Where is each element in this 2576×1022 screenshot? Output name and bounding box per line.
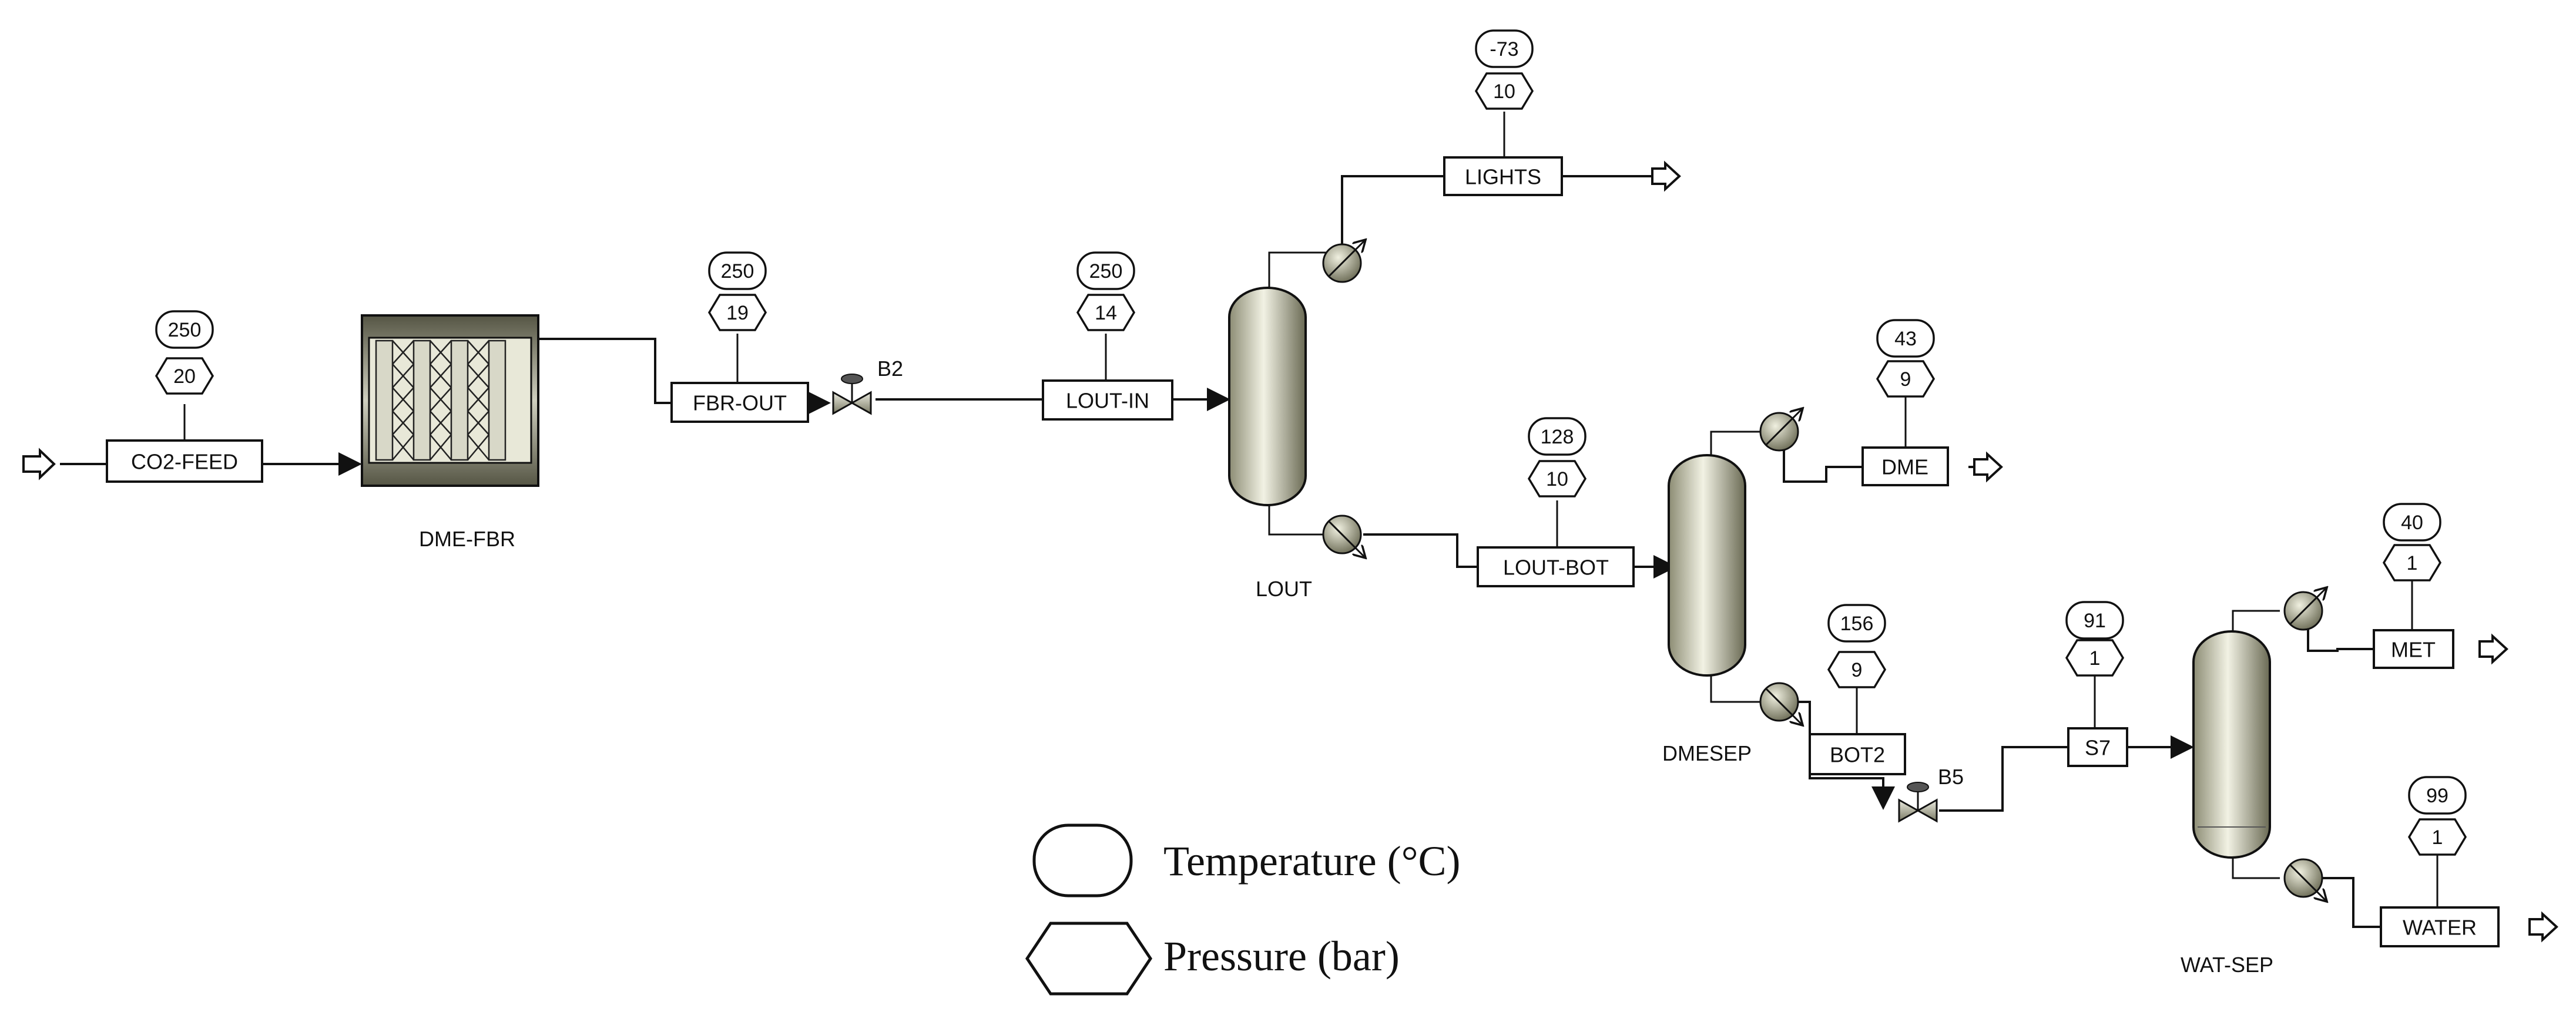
pipe-dmesep-bottom bbox=[1710, 675, 1760, 703]
block-label-dmesep: DMESEP bbox=[1662, 741, 1752, 765]
pressure-dme: 9 bbox=[1900, 368, 1911, 391]
temperature-lout-in: 250 bbox=[1089, 260, 1123, 283]
badge-lights: -73 10 bbox=[1474, 29, 1534, 110]
stream-label-bot2: BOT2 bbox=[1830, 743, 1885, 767]
column-dmesep[interactable] bbox=[1668, 454, 1746, 677]
watsep-reboiler[interactable] bbox=[2283, 858, 2326, 900]
badge-dme: 43 9 bbox=[1876, 319, 1936, 398]
pipe-bot2 bbox=[1798, 701, 1895, 810]
badge-lout-in: 250 14 bbox=[1076, 251, 1136, 331]
pressure-fbr-out: 19 bbox=[726, 302, 749, 324]
legend: Temperature (°C) Pressure (bar) bbox=[1025, 823, 1461, 996]
stream-s7[interactable]: S7 bbox=[2067, 674, 2128, 767]
lights-port-arrow bbox=[1651, 160, 1681, 192]
pipe-s7 bbox=[1939, 735, 2194, 812]
pressure-lights: 10 bbox=[1493, 80, 1515, 103]
temperature-met: 40 bbox=[2401, 512, 2423, 534]
dmesep-condenser[interactable] bbox=[1759, 409, 1802, 452]
pipe-lout-top bbox=[1268, 251, 1327, 288]
stream-lout-bot[interactable]: LOUT-BOT bbox=[1477, 500, 1635, 587]
temperature-lout-bot: 128 bbox=[1541, 426, 1574, 448]
pipe-met bbox=[2307, 628, 2433, 652]
stream-lout-in[interactable]: LOUT-IN bbox=[1042, 334, 1173, 421]
block-label-wat-sep: WAT-SEP bbox=[2181, 953, 2273, 977]
pressure-bot2: 9 bbox=[1852, 659, 1863, 681]
port-arrows bbox=[22, 160, 2558, 943]
badge-lout-bot: 128 10 bbox=[1527, 417, 1587, 497]
stream-lights[interactable]: LIGHTS bbox=[1443, 112, 1563, 196]
valve-b5[interactable] bbox=[1898, 782, 1938, 823]
temperature-s7: 91 bbox=[2084, 610, 2106, 632]
water-port-arrow bbox=[2528, 911, 2558, 943]
lout-condenser[interactable] bbox=[1322, 241, 1364, 283]
stream-label-lights: LIGHTS bbox=[1465, 165, 1541, 189]
stream-met[interactable]: MET bbox=[2373, 579, 2454, 669]
temperature-dme: 43 bbox=[1894, 328, 1917, 350]
temperature-bot2: 156 bbox=[1840, 613, 1874, 635]
lout-reboiler[interactable] bbox=[1322, 515, 1364, 557]
temperature-fbr-out: 250 bbox=[721, 260, 754, 283]
badge-co2-feed: 250 20 bbox=[155, 310, 214, 395]
stream-label-s7: S7 bbox=[2085, 736, 2111, 760]
column-wat-sep[interactable] bbox=[2192, 630, 2271, 859]
pressure-met: 1 bbox=[2407, 552, 2418, 574]
stream-label-water: WATER bbox=[2403, 916, 2477, 940]
pipe-lout-bottom bbox=[1268, 505, 1327, 536]
temperature-lights: -73 bbox=[1490, 38, 1518, 60]
stream-fbr-out[interactable]: FBR-OUT bbox=[670, 334, 809, 423]
column-lout[interactable] bbox=[1228, 287, 1307, 506]
reactor-dme-fbr[interactable] bbox=[361, 314, 539, 487]
stream-bot2[interactable]: BOT2 bbox=[1809, 687, 1906, 775]
badge-s7: 91 1 bbox=[2065, 601, 2125, 677]
temperature-co2-feed: 250 bbox=[168, 319, 202, 341]
block-label-b2: B2 bbox=[877, 357, 903, 381]
pressure-lout-in: 14 bbox=[1095, 302, 1117, 324]
stream-label-lout-in: LOUT-IN bbox=[1066, 389, 1149, 413]
stream-label-fbr-out: FBR-OUT bbox=[693, 391, 787, 415]
stream-co2-feed[interactable]: CO2-FEED bbox=[106, 404, 263, 483]
reactor-packing bbox=[375, 339, 507, 461]
legend-temperature-label: Temperature (°C) bbox=[1163, 838, 1461, 885]
badge-bot2: 156 9 bbox=[1827, 604, 1887, 688]
block-label-b5: B5 bbox=[1938, 765, 1964, 789]
pressure-s7: 1 bbox=[2089, 647, 2101, 670]
dme-port-arrow bbox=[1973, 451, 2003, 483]
pressure-lout-bot: 10 bbox=[1546, 468, 1568, 490]
feed-port-arrow bbox=[22, 448, 56, 480]
block-label-lout: LOUT bbox=[1256, 577, 1312, 601]
block-label-dme-fbr: DME-FBR bbox=[419, 527, 515, 551]
legend-pressure-shape bbox=[1025, 922, 1153, 996]
pressure-water: 1 bbox=[2432, 826, 2443, 849]
met-port-arrow bbox=[2478, 633, 2508, 665]
stream-label-lout-bot: LOUT-BOT bbox=[1503, 556, 1609, 580]
badge-met: 40 1 bbox=[2382, 503, 2442, 581]
pipe-watsep-top bbox=[2232, 610, 2280, 637]
stream-label-met: MET bbox=[2391, 638, 2436, 662]
stream-water[interactable]: WATER bbox=[2380, 855, 2500, 947]
legend-temperature-shape bbox=[1032, 823, 1133, 897]
badge-fbr-out: 250 19 bbox=[707, 251, 767, 331]
pipes bbox=[60, 175, 2439, 928]
dmesep-reboiler[interactable] bbox=[1759, 682, 1802, 724]
valve-b2[interactable] bbox=[832, 374, 872, 415]
badge-water: 99 1 bbox=[2407, 776, 2467, 856]
stream-dme[interactable]: DME bbox=[1861, 392, 1949, 486]
pipe-watsep-bottom bbox=[2232, 855, 2280, 879]
stream-label-dme: DME bbox=[1881, 455, 1928, 479]
pipe-dmesep-top bbox=[1710, 431, 1760, 464]
stream-label-co2-feed: CO2-FEED bbox=[131, 450, 238, 474]
temperature-water: 99 bbox=[2426, 785, 2448, 807]
legend-pressure-label: Pressure (bar) bbox=[1163, 933, 1400, 980]
watsep-condenser[interactable] bbox=[2283, 589, 2326, 631]
pressure-co2-feed: 20 bbox=[173, 365, 196, 388]
